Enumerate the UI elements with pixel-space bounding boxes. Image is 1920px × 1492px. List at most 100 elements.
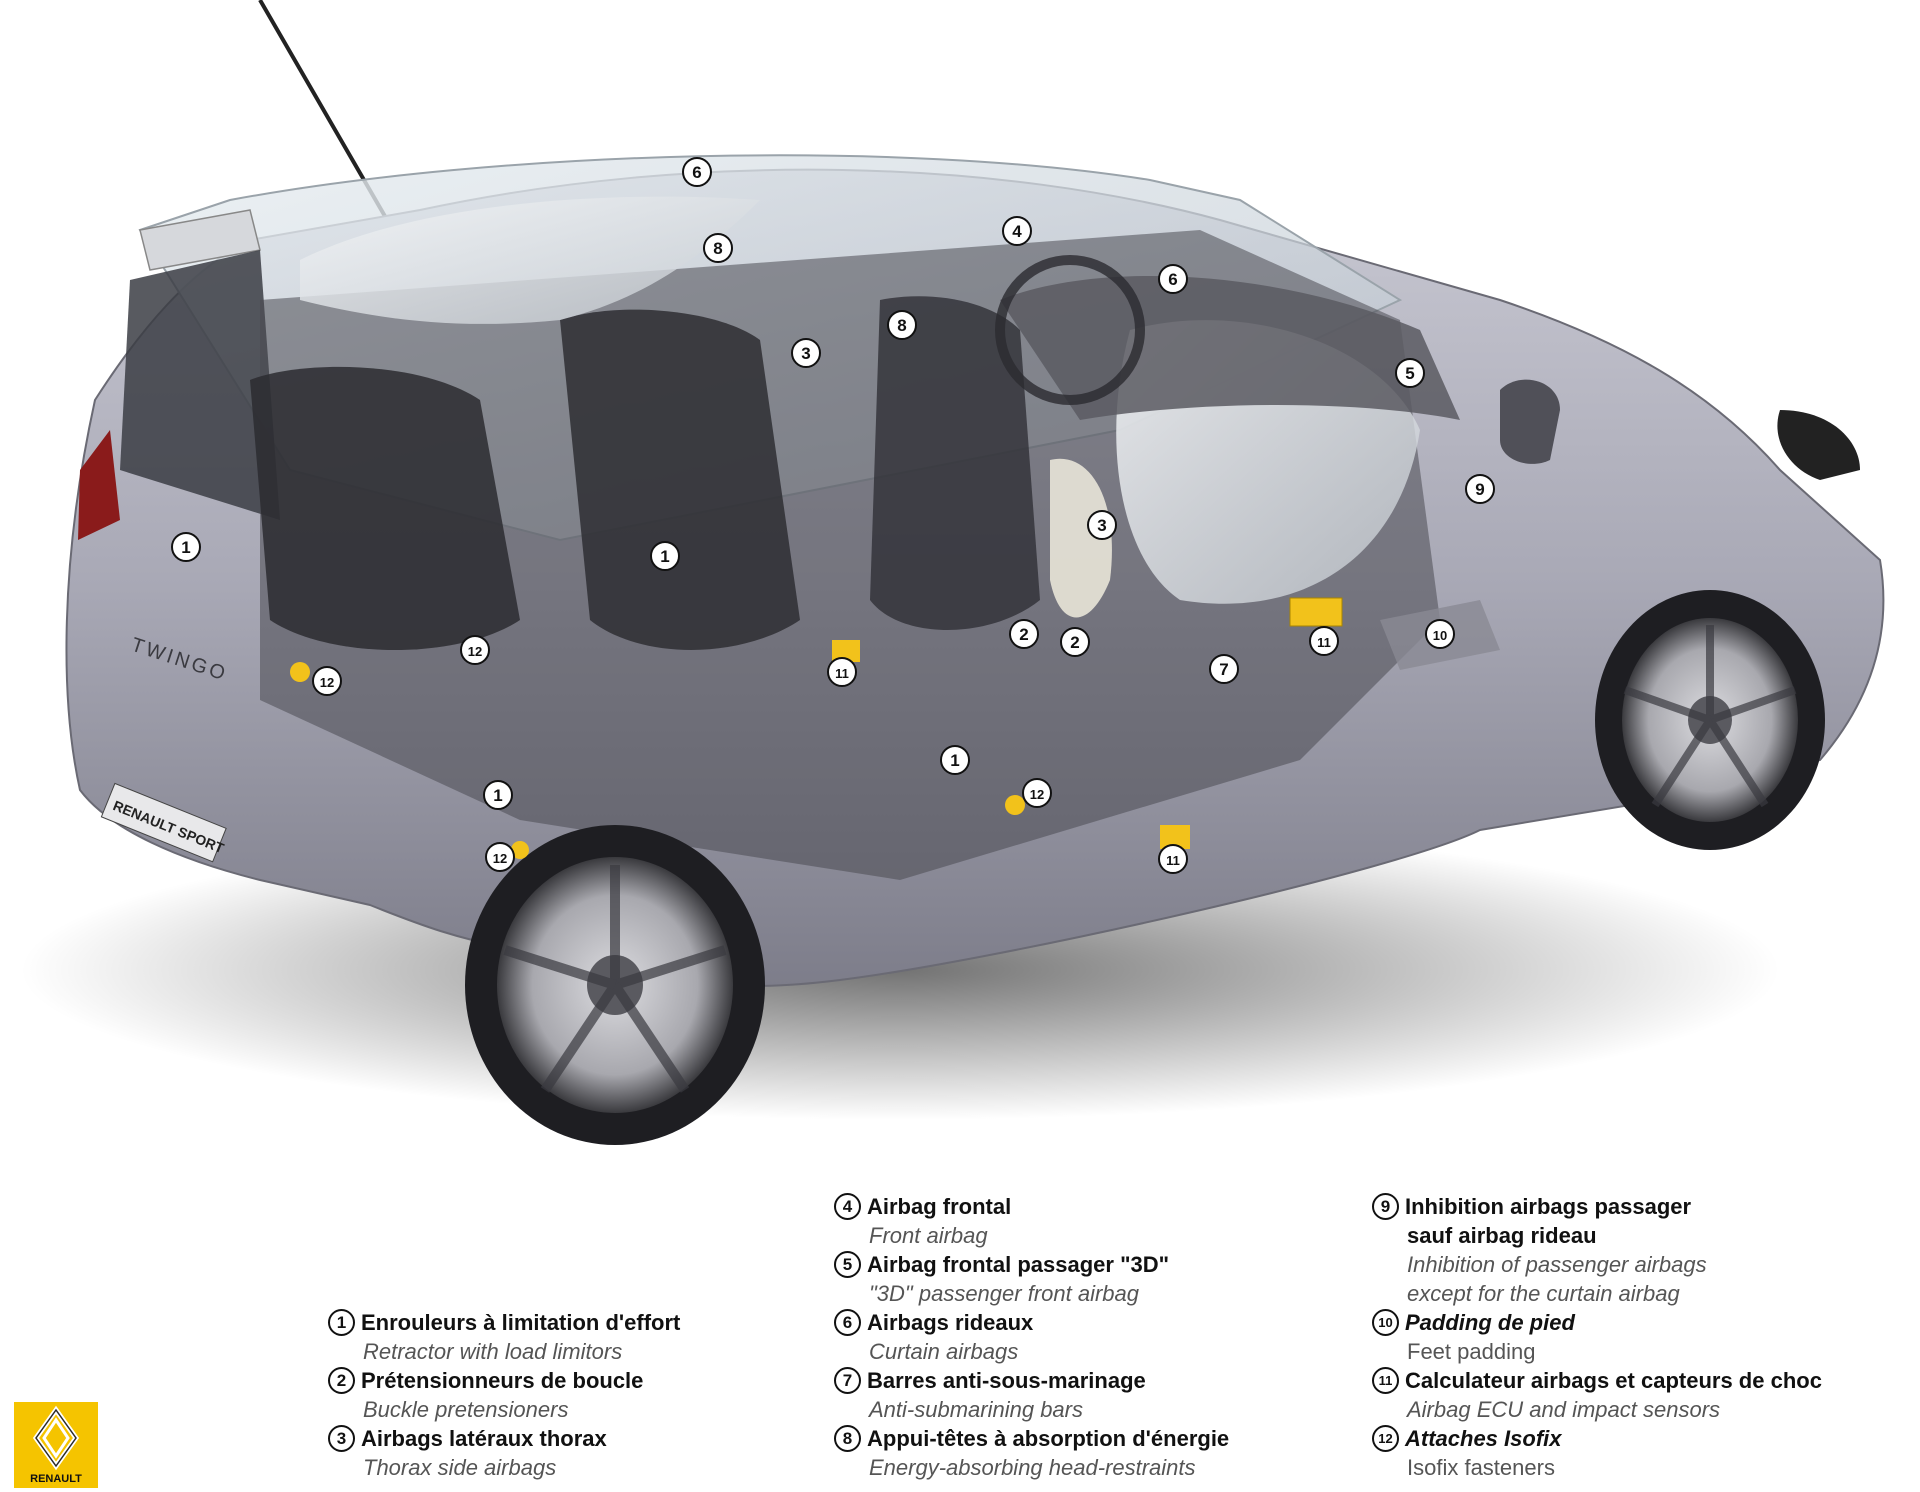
callout-number: 6 bbox=[692, 163, 701, 182]
circled-number-icon bbox=[1158, 844, 1188, 874]
callout-12-1: 12 bbox=[312, 666, 342, 696]
callout-3-2: 3 bbox=[1087, 510, 1117, 540]
circled-number-icon bbox=[940, 745, 970, 775]
callout-number: 2 bbox=[1070, 633, 1079, 652]
circled-number-icon: 9 bbox=[1372, 1193, 1399, 1220]
legend-en-label: Feet padding bbox=[1407, 1339, 1536, 1364]
callout-number: 3 bbox=[1097, 516, 1106, 535]
circled-number-icon: 6 bbox=[834, 1309, 861, 1336]
circled-number-icon bbox=[1002, 216, 1032, 246]
callout-4-1: 4 bbox=[1002, 216, 1032, 246]
circled-number-icon bbox=[703, 233, 733, 263]
callout-number: 11 bbox=[1317, 635, 1331, 650]
circled-number-icon bbox=[1209, 654, 1239, 684]
side-airbag bbox=[1050, 458, 1112, 618]
callout-2-2: 2 bbox=[1060, 627, 1090, 657]
circled-number-icon bbox=[485, 842, 515, 872]
callout-number: 6 bbox=[1168, 270, 1177, 289]
callout-number: 7 bbox=[1219, 660, 1228, 679]
callout-10-1: 10 bbox=[1425, 619, 1455, 649]
legend-fr-label: Airbag frontal bbox=[867, 1193, 1012, 1219]
circled-number-icon bbox=[483, 780, 513, 810]
circled-number-icon bbox=[1022, 778, 1052, 808]
logo-background bbox=[14, 1402, 98, 1488]
headlight bbox=[1777, 410, 1860, 480]
legend-fr-label: Padding de pied bbox=[1405, 1309, 1575, 1335]
circled-number-icon bbox=[1087, 510, 1117, 540]
callout-1-3: 1 bbox=[483, 780, 513, 810]
callout-number: 1 bbox=[181, 538, 190, 557]
circled-number-icon: 5 bbox=[834, 1251, 861, 1278]
callout-number: 8 bbox=[713, 239, 722, 258]
circled-number-icon bbox=[312, 666, 342, 696]
circled-number-icon: 7 bbox=[834, 1367, 861, 1394]
legend-fr-label: Calculateur airbags et capteurs de choc bbox=[1405, 1367, 1822, 1393]
legend-en-label: Anti-submarining bars bbox=[869, 1397, 1083, 1422]
callout-12-4: 12 bbox=[1022, 778, 1052, 808]
circled-number-icon bbox=[827, 657, 857, 687]
callout-1-2: 1 bbox=[650, 541, 680, 571]
callout-9-1: 9 bbox=[1465, 474, 1495, 504]
callout-number: 4 bbox=[1012, 222, 1022, 241]
circled-number-icon bbox=[460, 635, 490, 665]
legend-en-label: Isofix fasteners bbox=[1407, 1455, 1555, 1480]
car-cutaway-illustration: TWINGO RENAULT SPORT bbox=[20, 0, 1885, 1145]
isofix-marker-1 bbox=[290, 662, 310, 682]
isofix-marker-2 bbox=[1005, 795, 1025, 815]
callout-11-1: 11 bbox=[827, 657, 857, 687]
circled-number-icon bbox=[1395, 358, 1425, 388]
circled-number-icon bbox=[682, 157, 712, 187]
callout-number: 1 bbox=[660, 547, 669, 566]
legend-en-label: Airbag ECU and impact sensors bbox=[1407, 1397, 1721, 1422]
callout-8-2: 8 bbox=[887, 310, 917, 340]
callout-number: 10 bbox=[1433, 628, 1447, 643]
callout-8-1: 8 bbox=[703, 233, 733, 263]
legend-fr-label: Barres anti-sous-marinage bbox=[867, 1367, 1146, 1393]
legend-fr-label: Appui-têtes à absorption d'énergie bbox=[867, 1425, 1230, 1451]
circled-number-icon bbox=[887, 310, 917, 340]
callout-3-1: 3 bbox=[791, 338, 821, 368]
legend-fr-label: Enrouleurs à limitation d'effort bbox=[361, 1309, 681, 1335]
legend-en-label: Retractor with load limitors bbox=[363, 1339, 623, 1364]
circled-number-icon: 2 bbox=[328, 1367, 355, 1394]
callout-5-1: 5 bbox=[1395, 358, 1425, 388]
legend-en-label: Energy-absorbing head-restraints bbox=[869, 1455, 1196, 1480]
circled-number-icon: 8 bbox=[834, 1425, 861, 1452]
circled-number-icon bbox=[171, 532, 201, 562]
legend-fr-label: Airbags latéraux thorax bbox=[361, 1425, 607, 1451]
legend-en-label: Curtain airbags bbox=[869, 1339, 1019, 1364]
circled-number-icon: 12 bbox=[1372, 1425, 1399, 1452]
callout-number: 12 bbox=[493, 851, 507, 866]
impact-sensor-left bbox=[832, 640, 860, 662]
callout-11-2: 11 bbox=[1309, 626, 1339, 656]
callout-11-3: 11 bbox=[1158, 844, 1188, 874]
circled-number-icon: 11 bbox=[1372, 1367, 1399, 1394]
legend-fr-label: Prétensionneurs de boucle bbox=[361, 1367, 644, 1393]
curtain-airbag bbox=[300, 196, 760, 324]
callout-number: 12 bbox=[320, 675, 334, 690]
callout-number: 2 bbox=[1019, 625, 1028, 644]
callout-number: 11 bbox=[835, 666, 849, 681]
circled-number-icon bbox=[1309, 626, 1339, 656]
circled-number-icon: 4 bbox=[834, 1193, 861, 1220]
legend-fr-label-cont: sauf airbag rideau bbox=[1407, 1222, 1597, 1248]
circled-number-icon bbox=[1465, 474, 1495, 504]
legend-fr-label: Airbag frontal passager "3D" bbox=[867, 1251, 1170, 1277]
callout-12-2: 12 bbox=[460, 635, 490, 665]
legend-en-label-cont: except for the curtain airbag bbox=[1407, 1281, 1680, 1306]
front-seat-right bbox=[870, 296, 1040, 630]
legend-en-label: "3D" passenger front airbag bbox=[869, 1281, 1139, 1306]
callout-1-4: 1 bbox=[940, 745, 970, 775]
